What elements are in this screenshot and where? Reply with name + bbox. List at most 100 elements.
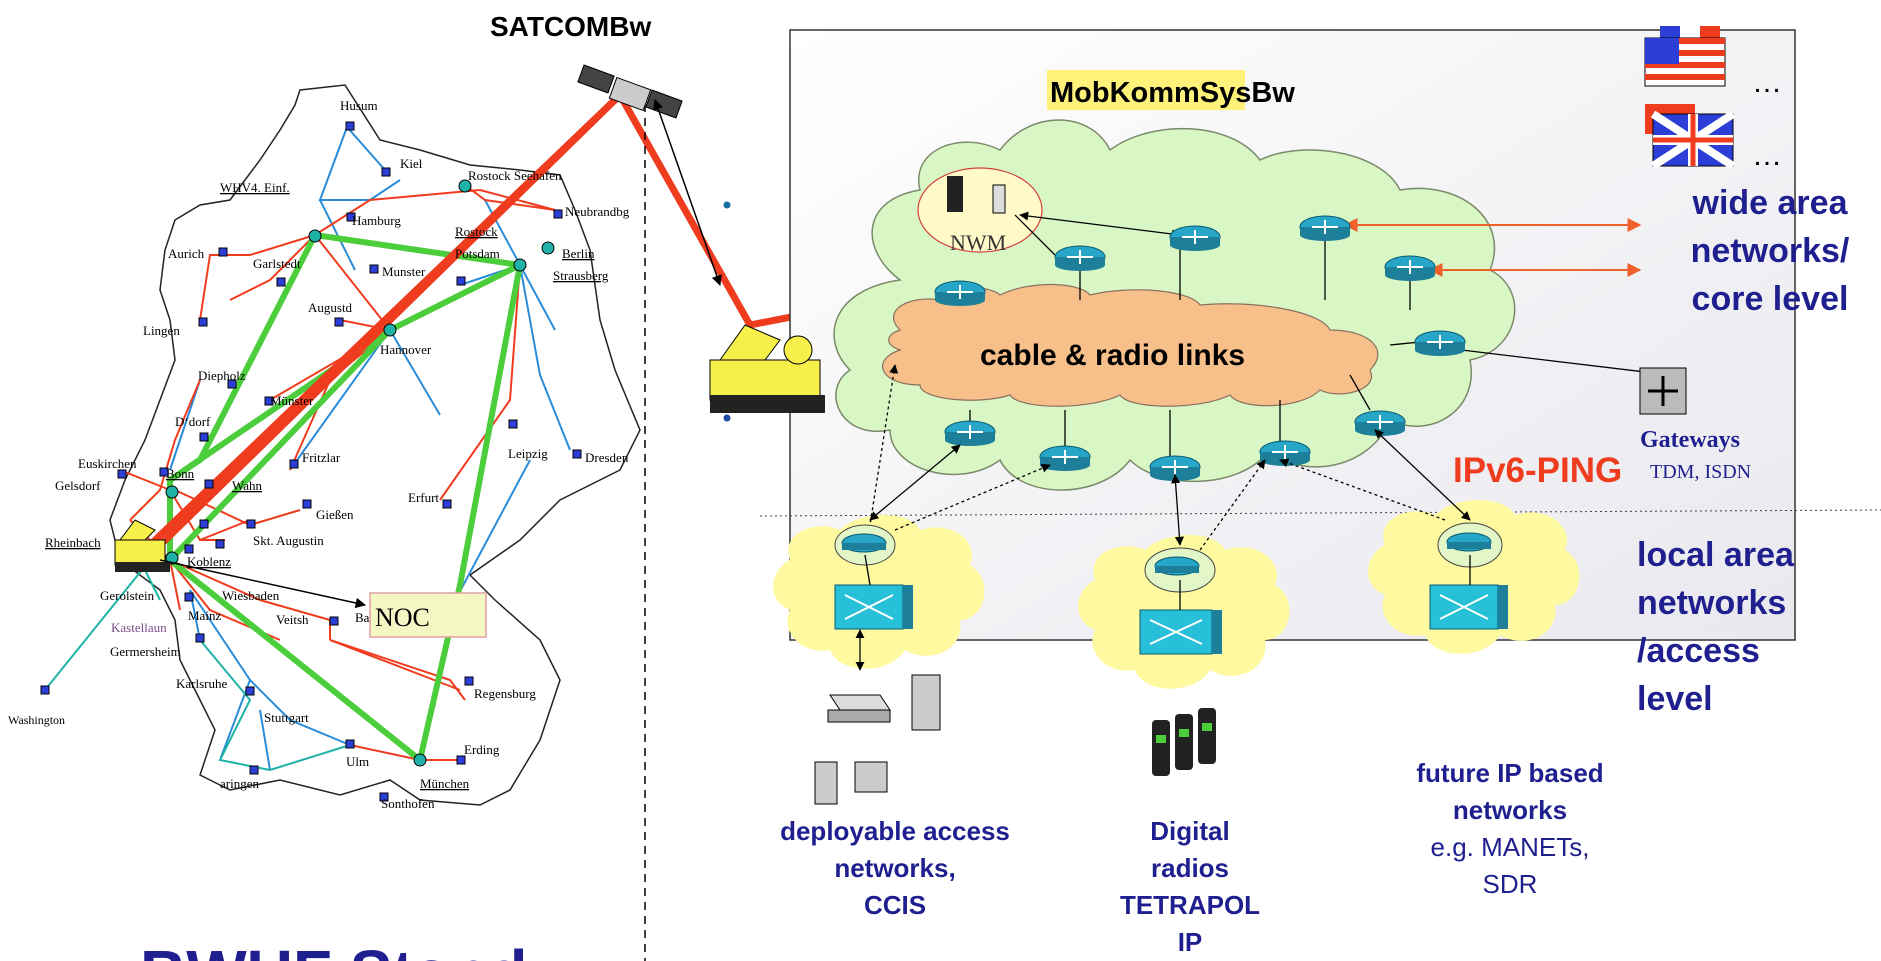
lan-label-line-2: networks (1637, 584, 1786, 622)
city-lingen: Lingen (143, 323, 180, 338)
map-nodes (40, 121, 582, 802)
map-hub (165, 485, 179, 499)
map-node (218, 247, 228, 257)
city-erding: Erding (464, 742, 500, 757)
city-whv4: WHV4. Einf. (220, 180, 290, 195)
ipv6-ping-label: IPv6-PING (1453, 451, 1622, 490)
map-node (117, 469, 127, 479)
lan-label-line-1: local area (1637, 536, 1795, 574)
city-karlsruhe: Karlsruhe (176, 676, 227, 691)
wan-label-line-2: networks/ (1691, 232, 1850, 270)
map-node (289, 459, 299, 469)
satcom-double-arrow (653, 99, 722, 286)
map-node (381, 167, 391, 177)
city-euskirchen: Euskirchen (78, 456, 137, 471)
map-node (369, 264, 379, 274)
digital-radios-label: Digital radios TETRAPOL IP (1120, 816, 1260, 957)
satcom-label: SATCOMBw (490, 11, 651, 42)
map-node (249, 765, 259, 775)
router-icon (1414, 330, 1466, 356)
map-node (508, 419, 518, 429)
city-dresden: Dresden (585, 450, 629, 465)
city-fritzlar: Fritzlar (302, 450, 341, 465)
router-icon (944, 420, 996, 446)
city-rheinbach: Rheinbach (45, 535, 101, 550)
map-node (456, 755, 466, 765)
wan-label: wide area networks/ core level (1691, 184, 1850, 318)
digital-line-1: Digital (1150, 816, 1229, 846)
access-dotted-links (869, 364, 1446, 551)
nwm-server-icon (947, 176, 963, 212)
city-hannover: Hannover (380, 342, 432, 357)
noc-arrow (159, 559, 367, 609)
city-garlstedt: Garlstedt (253, 256, 301, 271)
nwm-terminal-icon (992, 184, 1006, 214)
switch-icon (834, 584, 913, 630)
access-router-icon (1154, 556, 1200, 576)
city-aurich: Aurich (168, 246, 205, 261)
city-veitsh: Veitsh (276, 612, 309, 627)
map-node (276, 277, 286, 287)
city-bonn: Bonn (166, 466, 195, 481)
map-node (302, 499, 312, 509)
digital-line-2: radios (1151, 853, 1229, 883)
map-node (334, 317, 344, 327)
map-node (227, 379, 237, 389)
future-line-3: e.g. MANETs, (1431, 832, 1590, 862)
map-hub (458, 179, 472, 193)
map-node (329, 616, 339, 626)
city-skt-augustin: Skt. Augustin (253, 533, 324, 548)
city-hamburg: Hamburg (352, 213, 401, 228)
map-hub (413, 753, 427, 767)
deployable-label: deployable access networks, CCIS (780, 816, 1010, 920)
flag-usa-icon (1644, 37, 1726, 87)
map-node (264, 396, 274, 406)
map-node (246, 519, 256, 529)
deployable-devices-icon (814, 674, 941, 805)
city-ba: Ba (355, 610, 370, 625)
map-node (456, 276, 466, 286)
map-node (199, 432, 209, 442)
city-germersheim: Germersheim (110, 644, 181, 659)
wan-label-line-1: wide area (1692, 184, 1849, 222)
city-mainz: Mainz (188, 608, 221, 623)
lan-label: local area networks /access level (1637, 536, 1795, 718)
digital-line-4: IP (1178, 927, 1203, 957)
switch-icon (1429, 584, 1508, 630)
bullet-dot (723, 414, 731, 422)
gateways-subtitle: TDM, ISDN (1650, 461, 1751, 483)
city-gerolstein: Gerolstein (100, 588, 155, 603)
map-node (345, 739, 355, 749)
city-rostock-seehafen: Rostock Seehafen (468, 168, 562, 183)
city-kastellaun: Kastellaun (111, 620, 167, 635)
map-node (184, 592, 194, 602)
nwm-label: NWM (950, 230, 1006, 255)
deployable-line-1: deployable access (780, 816, 1010, 846)
map-node (199, 519, 209, 529)
field-hq-icon (709, 324, 825, 413)
map-node (345, 121, 355, 131)
city-berlin: Berlin (562, 246, 595, 261)
router-icon (1384, 255, 1436, 281)
flag-uk-icon (1645, 104, 1736, 170)
future-line-4: SDR (1483, 869, 1538, 899)
city-wiesbaden: Wiesbaden (222, 588, 280, 603)
map-node (215, 539, 225, 549)
router-icon (1299, 215, 1351, 241)
city-gelsdorf: Gelsdorf (55, 478, 101, 493)
map-node (442, 499, 452, 509)
map-node (245, 686, 255, 696)
router-icon (1054, 245, 1106, 271)
city-leipzig: Leipzig (508, 446, 548, 461)
future-ip-label: future IP based networks e.g. MANETs, SD… (1416, 758, 1603, 899)
city-koblenz: Koblenz (187, 554, 231, 569)
map-hub (513, 258, 527, 272)
map-node (204, 479, 214, 489)
city-giessen: Gießen (316, 507, 354, 522)
map-node (553, 209, 563, 219)
router-icon (1039, 445, 1091, 471)
map-node (464, 676, 474, 686)
city-strausberg: Strausberg (553, 268, 609, 283)
lan-label-line-3: /access (1637, 632, 1760, 670)
